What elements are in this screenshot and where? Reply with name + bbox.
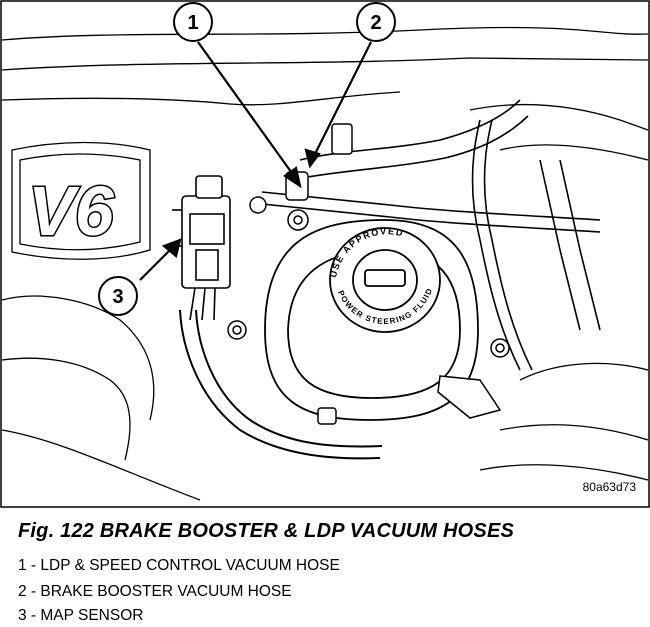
callout-3: 3 (98, 276, 138, 316)
reservoir-bracket (317, 375, 502, 425)
engine-background-lines (1, 26, 649, 501)
figure-reference-code: 80a63d73 (582, 480, 636, 494)
legend-item-3: 3 - MAP SENSOR (18, 607, 144, 624)
map-sensor (172, 175, 383, 460)
callout-1-number: 1 (187, 12, 198, 34)
legend-item-1: 1 - LDP & SPEED CONTROL VACUUM HOSE (18, 557, 340, 574)
figure-caption: Fig. 122 BRAKE BOOSTER & LDP VACUUM HOSE… (18, 520, 515, 542)
v6-badge: V6 (27, 171, 117, 252)
engine-bay-illustration: V6 (0, 0, 650, 508)
ldp-speed-control-vacuum-hose (261, 191, 601, 221)
callout-2-number: 2 (370, 12, 381, 34)
callout-leaders (139, 41, 372, 281)
illustration-frame (0, 0, 650, 508)
callout-3-number: 3 (112, 286, 123, 308)
callout-2: 2 (356, 2, 396, 42)
callout-1: 1 (173, 2, 213, 42)
legend-item-2: 2 - BRAKE BOOSTER VACUUM HOSE (18, 583, 292, 600)
v6-badge-label: V6 (28, 172, 115, 250)
power-steering-reservoir (264, 219, 479, 421)
